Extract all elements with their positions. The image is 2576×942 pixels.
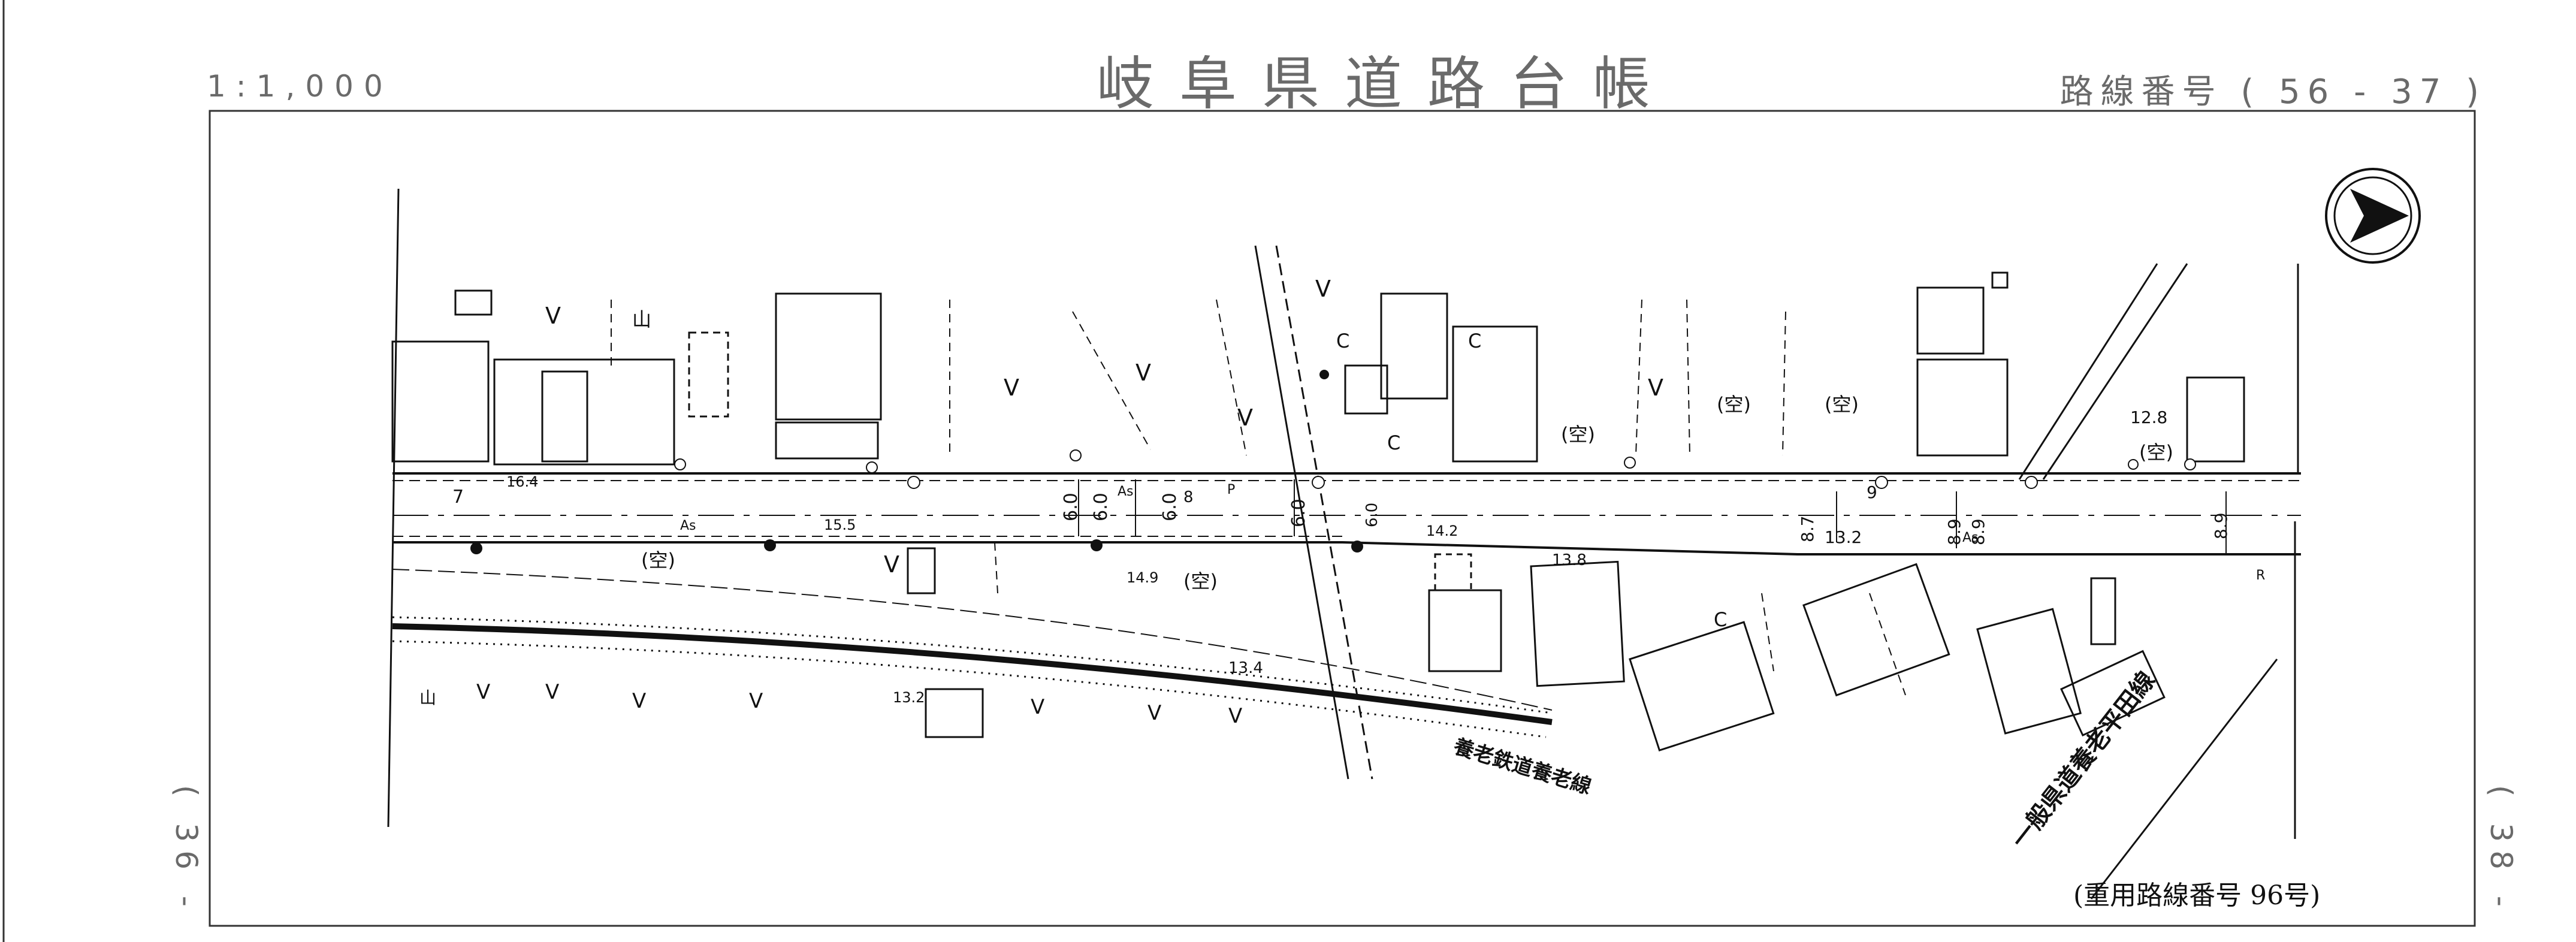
buildings — [391, 271, 2245, 466]
spot-height: 13.8 — [1552, 551, 1587, 569]
conifer-symbol: V — [884, 551, 899, 578]
spot-height: 15.5 — [824, 517, 856, 533]
conifer-symbol: V — [1031, 695, 1045, 719]
railway-line — [392, 616, 1553, 738]
conifer-symbol: V — [545, 680, 560, 704]
conifer-symbol: V — [545, 303, 561, 329]
conifer-symbol: V — [1315, 276, 1331, 302]
vacant-lot-label: (空) — [1561, 423, 1595, 446]
width-label: 6.0 — [1288, 499, 1309, 527]
surface-label: As — [1962, 530, 1979, 545]
spot-height: 12.8 — [2130, 407, 2168, 427]
width-label: 6.0 — [1061, 493, 1082, 521]
main-road — [392, 472, 2301, 555]
adjacent-sheet-right: ( 38 - — [2484, 785, 2518, 915]
vacant-lot-label: (空) — [1717, 393, 1751, 416]
surface-label: As — [680, 518, 696, 533]
number-label: 9 — [1867, 482, 1877, 502]
surface-label: As — [1118, 484, 1134, 499]
route-number: 路線番号 ( 56 - 37 ) — [2059, 73, 2486, 111]
map-frame — [209, 110, 2476, 927]
width-label: 6.0 — [1159, 493, 1180, 521]
width-label: 6.0 — [1363, 502, 1381, 527]
road-edge-marker: R — [2256, 568, 2266, 583]
orchard-symbol: C — [1468, 330, 1482, 352]
spot-height: 13.2 — [1825, 527, 1862, 547]
spot-height: 16.4 — [506, 473, 539, 490]
width-label: 8.7 — [1798, 515, 1817, 542]
page-title: 岐阜県道路台帳 — [1097, 50, 1675, 117]
number-label: 8 — [1183, 488, 1194, 506]
north-arrow-icon — [2325, 168, 2421, 264]
conifer-symbol: V — [476, 680, 491, 704]
conifer-symbol: V — [1237, 404, 1253, 431]
parking-symbol: P — [1227, 482, 1236, 497]
spot-height: 14.9 — [1127, 569, 1159, 586]
utility-poles — [470, 370, 1363, 554]
spot-height: 13.4 — [1228, 659, 1263, 677]
adjacent-sheet-left: ( 36 - — [169, 785, 204, 915]
spot-height: 13.2 — [893, 689, 925, 706]
orchard-symbol: C — [1714, 608, 1728, 631]
width-label: 8.9 — [1968, 518, 1988, 545]
vacant-lot-label: (空) — [2139, 441, 2173, 464]
conifer-symbol: V — [1648, 375, 1663, 401]
number-label: 7 — [452, 487, 464, 508]
crossing-road — [1254, 245, 2296, 899]
width-label: 8.9 — [1944, 518, 1964, 545]
field-symbol: 山 — [419, 688, 437, 708]
vacant-lot-label: (空) — [1183, 570, 1218, 593]
conifer-symbol: V — [632, 689, 647, 713]
width-label: 8.9 — [2211, 512, 2231, 539]
vacant-lot-label: (空) — [641, 549, 675, 572]
orchard-symbol: C — [1336, 330, 1350, 352]
width-label: 6.0 — [1091, 493, 1112, 521]
orchard-symbol: C — [1387, 431, 1401, 454]
field-symbol: 山 — [632, 308, 652, 331]
conifer-symbol: V — [1136, 360, 1151, 386]
map-scale: 1:1,000 — [207, 69, 393, 104]
spot-height: 14.2 — [1426, 523, 1458, 539]
conifer-symbol: V — [749, 689, 763, 713]
conifer-symbol: V — [1147, 701, 1162, 725]
conifer-symbol: V — [1228, 704, 1243, 728]
vacant-lot-label: (空) — [1825, 393, 1859, 416]
conifer-symbol: V — [1004, 375, 1019, 401]
overlap-route-note: (重用路線番号 96号) — [2073, 880, 2321, 911]
